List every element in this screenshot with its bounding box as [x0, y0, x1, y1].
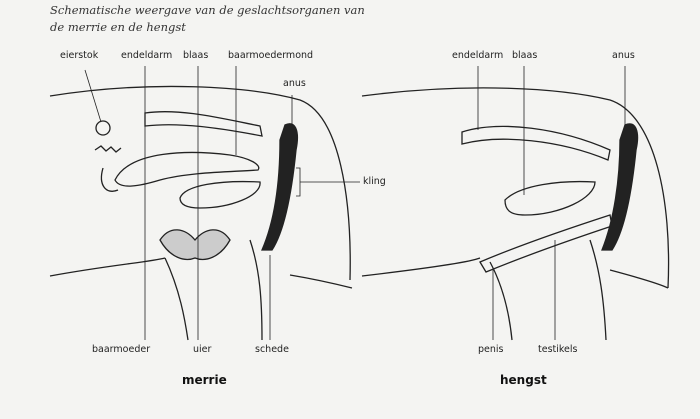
caption: Schematische weergave van de geslachtsor… — [50, 3, 365, 34]
label-anus-hengst: anus — [612, 50, 635, 61]
title-hengst: hengst — [500, 373, 547, 387]
label-baarmoeder: baarmoeder — [92, 344, 151, 355]
merrie-drawing — [49, 66, 360, 341]
label-schede: schede — [255, 344, 289, 355]
label-endeldarm-hengst: endeldarm — [452, 50, 504, 61]
label-anus: anus — [283, 78, 306, 89]
label-baarmoedermond: baarmoedermond — [228, 50, 314, 61]
label-uier: uier — [193, 344, 212, 355]
label-penis: penis — [478, 344, 504, 355]
label-endeldarm: endeldarm — [121, 50, 173, 61]
title-merrie: merrie — [182, 373, 227, 387]
label-blaas: blaas — [183, 50, 209, 61]
label-blaas-hengst: blaas — [512, 50, 538, 61]
label-eierstok: eierstok — [60, 50, 99, 61]
label-kling: kling — [363, 176, 386, 187]
hengst-drawing — [361, 66, 670, 341]
label-testikels: testikels — [538, 344, 578, 355]
